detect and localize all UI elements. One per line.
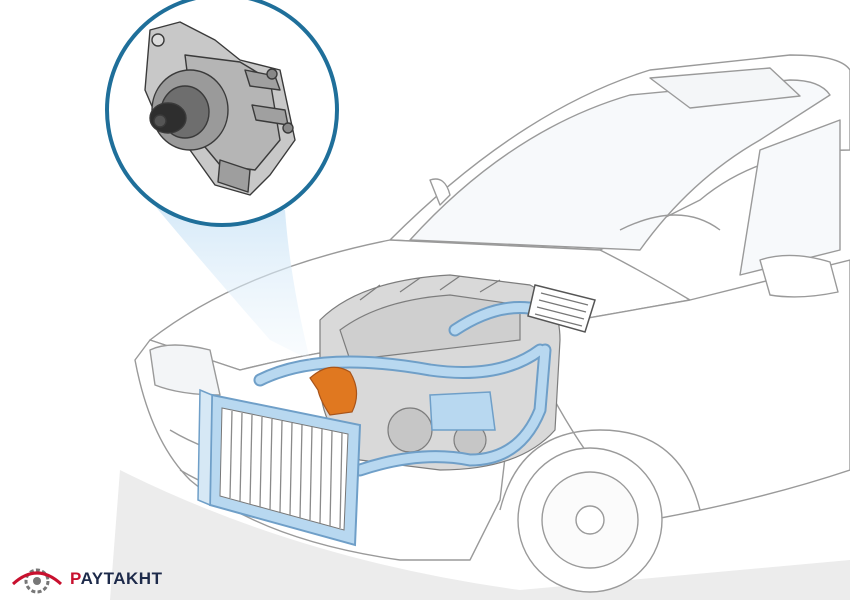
ground-shadow <box>110 470 850 600</box>
water-pump-icon <box>144 21 296 196</box>
heater-core-icon <box>527 284 596 333</box>
brand-name: PAYTAKHT <box>70 569 162 589</box>
callout-beam <box>150 200 310 360</box>
gear-icon <box>11 568 63 594</box>
brand-rest: AYTAKHT <box>80 569 163 588</box>
water-pump-highlight <box>309 366 358 416</box>
brand-first-letter: P <box>70 569 81 588</box>
expansion-tank <box>429 391 496 431</box>
radiator-icon <box>197 388 362 547</box>
brand-logo: PAYTAKHT <box>8 562 162 596</box>
